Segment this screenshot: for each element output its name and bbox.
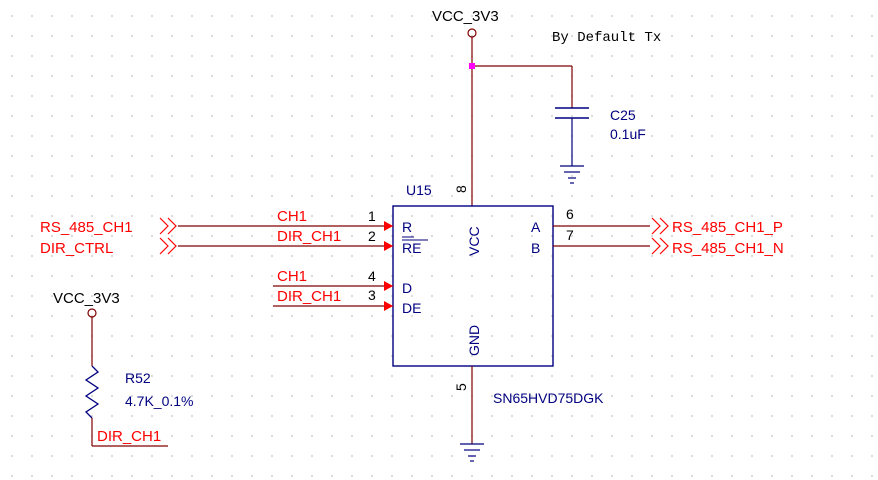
res-ref: R52 — [125, 370, 151, 386]
pin-arrow-icon — [384, 281, 393, 291]
pin-arrow-icon — [384, 221, 393, 231]
ic-part-number: SN65HVD75DGK — [493, 390, 604, 406]
note-text: By Default Tx — [552, 30, 661, 46]
ic-ref: U15 — [406, 182, 432, 198]
vcc-power-left: VCC_3V3 — [53, 290, 120, 366]
net-label-dir-de: DIR_CH1 — [277, 288, 341, 305]
net-label-ch1-r: CH1 — [277, 208, 307, 225]
net-label-dir-re: DIR_CH1 — [277, 228, 341, 245]
pin-number-4: 4 — [368, 268, 376, 284]
net-label-ch1-d: CH1 — [277, 268, 307, 285]
vcc-top-circle — [467, 28, 477, 38]
net-label-dir-res: DIR_CH1 — [97, 428, 161, 445]
pin-number-1: 1 — [368, 208, 376, 224]
port-chevron-icon — [651, 237, 661, 255]
ground-icon — [460, 443, 484, 462]
pin-name-r: R — [402, 219, 412, 235]
port-chevron-icon — [659, 217, 669, 235]
port-dir-ctrl[interactable]: DIR_CTRL — [40, 240, 113, 257]
cap-ref: C25 — [610, 107, 636, 123]
cap-value: 0.1uF — [610, 126, 646, 142]
port-rs485-in[interactable]: RS_485_CH1 — [40, 219, 133, 236]
pin-name-a: A — [531, 219, 541, 235]
vcc-left-label: VCC_3V3 — [53, 290, 120, 307]
pin-name-d: D — [402, 280, 412, 296]
pin-number-3: 3 — [368, 287, 376, 303]
pin-number-5: 5 — [453, 383, 469, 391]
vcc-top-label: VCC_3V3 — [432, 8, 499, 25]
port-chevron-icon — [167, 217, 177, 235]
pin-name-gnd: GND — [466, 325, 482, 356]
pin-name-re: RE — [402, 240, 421, 256]
port-chevron-icon — [159, 237, 169, 255]
pin-name-de: DE — [402, 300, 421, 316]
pin-name-b: B — [531, 240, 540, 256]
port-chevron-icon — [167, 237, 177, 255]
res-value: 4.7K_0.1% — [125, 393, 194, 409]
resistor-zigzag-icon — [84, 365, 100, 419]
pin-arrow-icon — [384, 241, 393, 251]
pin-number-7: 7 — [566, 227, 574, 243]
port-out-n[interactable]: RS_485_CH1_N — [672, 240, 784, 257]
ic-u15[interactable]: U15 SN65HVD75DGK R RE D DE A B VCC GND 1… — [368, 182, 604, 406]
port-chevron-icon — [159, 217, 169, 235]
junction-dot — [469, 63, 475, 69]
vcc-left-circle — [87, 308, 97, 318]
port-out-p[interactable]: RS_485_CH1_P — [672, 219, 783, 236]
pin-number-2: 2 — [368, 228, 376, 244]
pin-name-vcc: VCC — [466, 226, 482, 256]
port-chevron-icon — [659, 237, 669, 255]
pin-arrow-icon — [384, 301, 393, 311]
capacitor-c25[interactable]: C25 0.1uF — [555, 107, 646, 184]
pin-number-8: 8 — [453, 185, 469, 193]
resistor-r52[interactable]: R52 4.7K_0.1% DIR_CH1 — [84, 365, 194, 447]
port-chevron-icon — [651, 217, 661, 235]
pin-number-6: 6 — [566, 206, 574, 222]
vcc-power-top: VCC_3V3 — [432, 8, 499, 206]
